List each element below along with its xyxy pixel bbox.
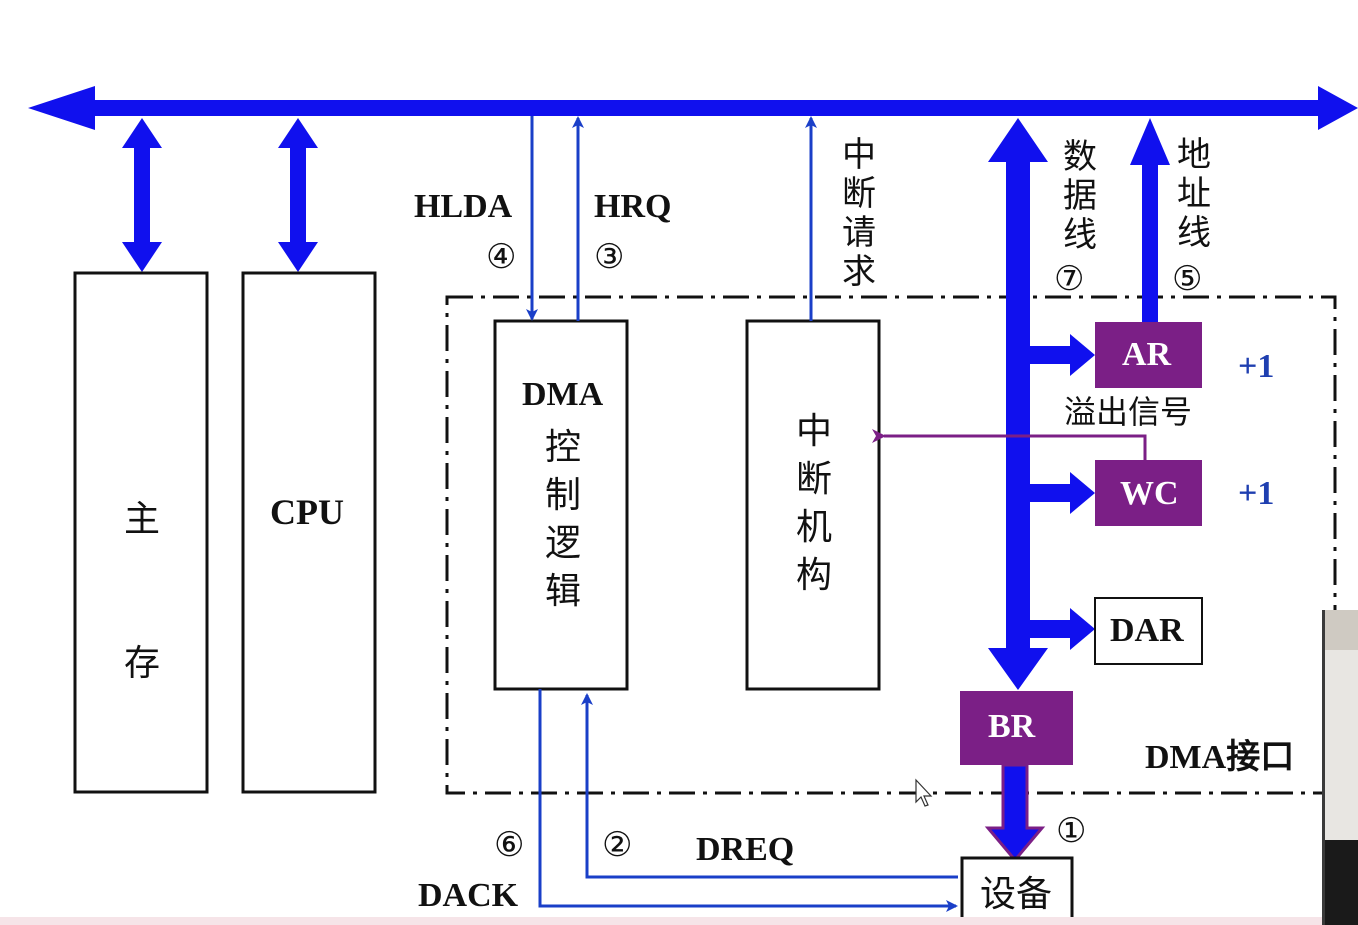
interrupt-mechanism-box: [745, 319, 881, 691]
address-line-label: 地址线: [1177, 135, 1211, 253]
main-memory-box: [73, 271, 209, 794]
branch-to-wc: [1030, 472, 1095, 514]
interrupt-mechanism-label: 中断机构: [795, 411, 832, 596]
br-to-device-arrow: [984, 763, 1046, 863]
branch-to-ar: [1030, 334, 1095, 376]
overflow-signal-line: [872, 429, 1147, 460]
step-7-label: ⑦: [1054, 259, 1085, 299]
device-label: 设备: [980, 874, 1053, 915]
wc-register-label: WC: [1120, 475, 1179, 512]
br-register-box: [960, 691, 1073, 765]
dma-control-logic-box: [493, 319, 629, 691]
dma-control-title: DMA: [522, 376, 604, 413]
main-memory-label: 主 存: [123, 499, 160, 684]
ar-register-label: AR: [1122, 336, 1172, 373]
interrupt-request-label: 中断请求: [842, 135, 876, 292]
memory-bus-connector: [122, 118, 162, 272]
hrq-label: HRQ: [594, 188, 672, 225]
dreq-line: [581, 693, 958, 879]
step-1-label: ①: [1056, 811, 1087, 851]
video-overlay-edge: [1322, 610, 1325, 925]
dma-interface-boundary: [445, 295, 1337, 795]
dar-register-box: [1094, 597, 1203, 665]
step-3-label: ③: [594, 237, 625, 277]
cpu-box: [241, 271, 377, 794]
data-bus-arrow: [988, 118, 1048, 690]
video-overlay-top: [1322, 610, 1358, 650]
dar-register-label: DAR: [1110, 612, 1184, 649]
mouse-cursor-icon: [915, 778, 933, 807]
cpu-bus-connector: [278, 118, 318, 272]
step-4-label: ④: [486, 237, 517, 277]
wc-increment-label: +1: [1238, 475, 1275, 512]
ar-register-box: [1095, 322, 1202, 388]
dack-line: [538, 689, 958, 912]
wc-register-box: [1095, 460, 1202, 526]
ar-increment-label: +1: [1238, 348, 1275, 385]
dack-label: DACK: [418, 877, 519, 914]
system-bus: [28, 86, 1358, 130]
overflow-signal-label: 溢出信号: [1064, 393, 1193, 431]
step-5-label: ⑤: [1172, 259, 1203, 299]
hlda-label: HLDA: [414, 188, 513, 225]
br-register-label: BR: [988, 708, 1036, 745]
branch-to-dar: [1030, 608, 1095, 650]
cpu-label: CPU: [270, 492, 344, 532]
bottom-edge-strip: [0, 917, 1322, 925]
address-line-arrow: [1130, 118, 1170, 322]
device-box: [960, 856, 1074, 925]
dma-control-subtitle: 控制逻辑: [544, 427, 581, 612]
step-6-label: ⑥: [494, 825, 525, 865]
dma-interface-label: DMA接口: [1145, 739, 1295, 776]
step-2-label: ②: [602, 825, 633, 865]
data-line-label: 数据线: [1063, 137, 1097, 255]
dreq-label: DREQ: [696, 831, 795, 868]
video-overlay-dark: [1322, 840, 1358, 925]
